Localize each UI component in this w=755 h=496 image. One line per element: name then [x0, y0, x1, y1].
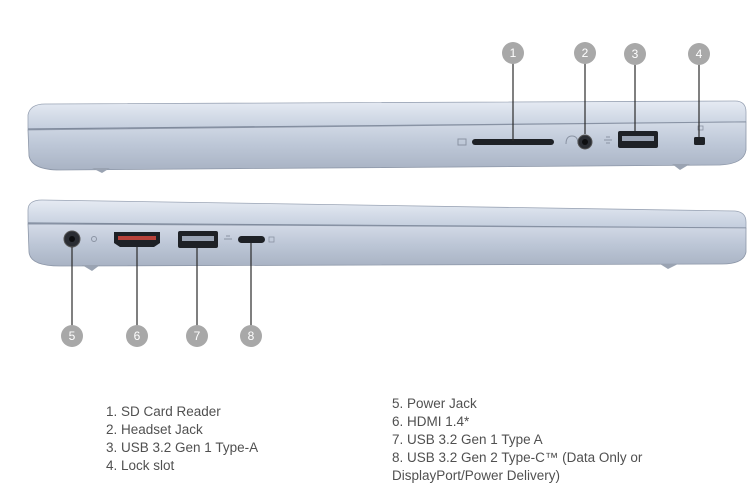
legend-item: 5. Power Jack: [392, 396, 477, 411]
callout-7: 7: [186, 325, 208, 347]
legend-item: 3. USB 3.2 Gen 1 Type-A: [106, 440, 259, 455]
legend-item: 1. SD Card Reader: [106, 404, 221, 419]
leader-lines-bottom: [71, 243, 252, 326]
callout-4: 4: [688, 43, 710, 65]
lock-icon: [697, 125, 704, 131]
ss-usb-icon: [604, 136, 612, 144]
laptop-left-side: [27, 199, 747, 326]
legend-item: 8. USB 3.2 Gen 2 Type-C™ (Data Only or D…: [392, 450, 643, 483]
power-icon: [91, 236, 97, 242]
usb-c-port: [238, 236, 265, 243]
legend-left-side-ports: 1. SD Card Reader 2. Headset Jack 3. USB…: [106, 403, 258, 475]
callout-6: 6: [126, 325, 148, 347]
legend-item: 4. Lock slot: [106, 458, 175, 473]
leader-lines-top: [512, 63, 700, 141]
legend-item: 7. USB 3.2 Gen 1 Type A: [392, 432, 543, 447]
legend-right-side-ports: 5. Power Jack 6. HDMI 1.4* 7. USB 3.2 Ge…: [392, 395, 692, 485]
laptop-right-side: [27, 63, 747, 173]
callout-1: 1: [502, 42, 524, 64]
usb-c-icon: [268, 236, 275, 243]
ss-usb-icon: [224, 235, 232, 240]
callout-5: 5: [61, 325, 83, 347]
lock-slot: [694, 137, 705, 145]
sd-card-slot: [472, 139, 554, 145]
legend-item: 6. HDMI 1.4*: [392, 414, 470, 429]
callout-3: 3: [624, 43, 646, 65]
sd-card-icon: [457, 138, 467, 146]
headset-icon: [565, 135, 579, 145]
legend-item: 2. Headset Jack: [106, 422, 203, 437]
callout-2: 2: [574, 42, 596, 64]
callout-8: 8: [240, 325, 262, 347]
